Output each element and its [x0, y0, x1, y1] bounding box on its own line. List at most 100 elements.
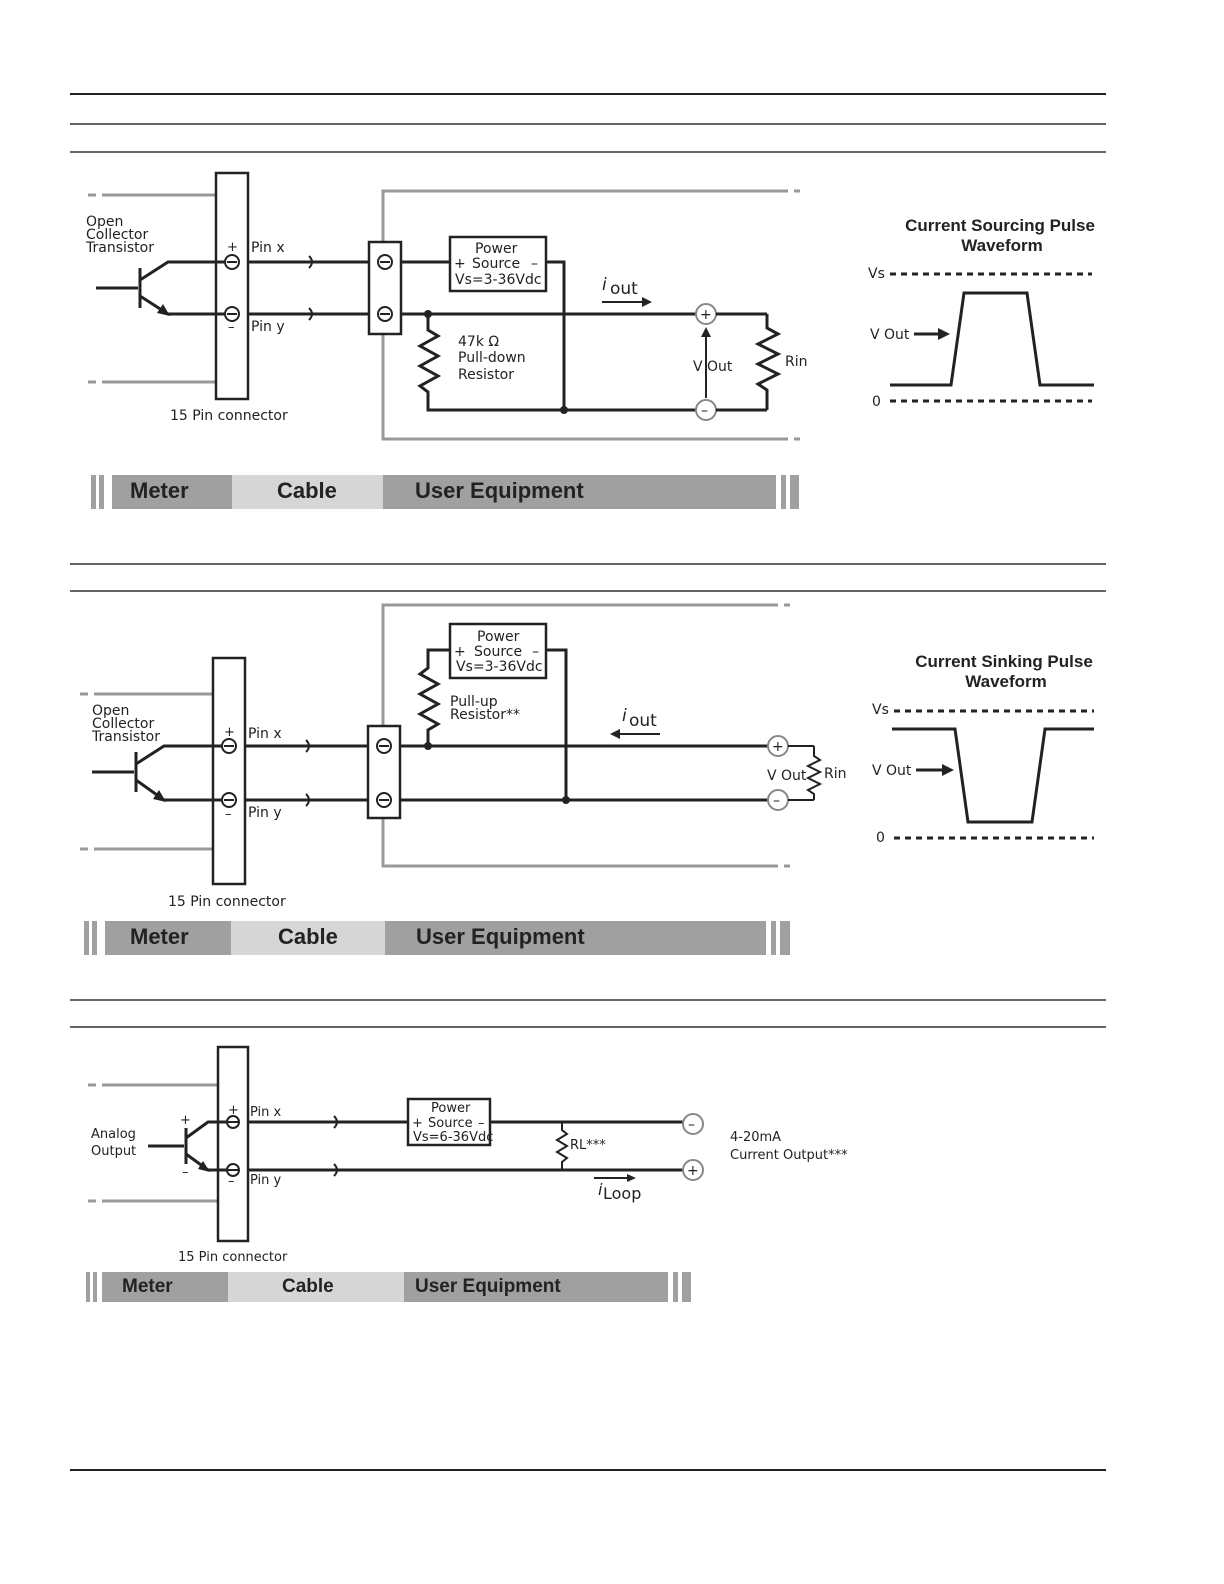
svg-text:out: out [610, 279, 638, 299]
svg-text:Waveform: Waveform [961, 236, 1043, 255]
cable-break-icon [333, 1163, 338, 1177]
svg-text:Output: Output [91, 1144, 136, 1159]
svg-text:i: i [602, 275, 607, 295]
user-equipment-label: User Equipment [415, 478, 584, 503]
pin-x-label: Pin x [251, 240, 285, 256]
section-bar: Meter Cable User Equipment [84, 921, 790, 955]
cable-label: Cable [277, 478, 337, 503]
pin-y-label: Pin y [251, 319, 285, 335]
rin-label: Rin [785, 354, 808, 370]
svg-text:–: – [773, 793, 780, 809]
sourcing-waveform: Current Sourcing Pulse Waveform Vs V Out… [868, 216, 1095, 410]
svg-text:Transistor: Transistor [85, 240, 154, 256]
diagram-current-sinking: Open Collector Transistor + – Pin x Pin … [80, 603, 1094, 955]
power-source-box [448, 235, 548, 293]
iout-label: i out [610, 706, 660, 739]
svg-text:Current Sinking Pulse: Current Sinking Pulse [915, 652, 1093, 671]
meter-label: Meter [122, 1276, 173, 1297]
svg-text:–: – [225, 807, 232, 822]
svg-text:Vs=6-36Vdc: Vs=6-36Vdc [413, 1130, 493, 1145]
svg-text:–: – [701, 403, 708, 419]
pin-y-label: Pin y [248, 805, 282, 821]
connector-label: 15 Pin connector [178, 1250, 288, 1265]
svg-text:Power: Power [431, 1101, 471, 1116]
connector-label: 15 Pin connector [170, 408, 288, 424]
svg-text:Source: Source [474, 644, 522, 660]
svg-text:Pull-down: Pull-down [458, 350, 526, 366]
cable-break-icon [333, 1115, 338, 1129]
sinking-waveform: Current Sinking Pulse Waveform Vs V Out … [872, 652, 1094, 846]
cable-break-icon [308, 255, 313, 269]
svg-text:Resistor: Resistor [458, 367, 514, 383]
iloop-label: i Loop [594, 1174, 641, 1203]
svg-text:+: + [772, 739, 784, 755]
svg-text:+: + [224, 725, 235, 740]
svg-text:+: + [687, 1163, 699, 1179]
page-rules [70, 93, 1106, 1471]
pin-x-label: Pin x [250, 1105, 282, 1120]
cable-break-icon [305, 793, 310, 807]
svg-text:–: – [478, 1116, 485, 1131]
section-bar: Meter Cable User Equipment [86, 1272, 691, 1302]
svg-text:47k Ω: 47k Ω [458, 334, 499, 350]
svg-text:–: – [532, 644, 539, 660]
svg-text:Loop: Loop [603, 1184, 641, 1203]
svg-text:i: i [598, 1180, 603, 1199]
user-equipment-label: User Equipment [415, 1276, 561, 1297]
svg-text:+: + [454, 256, 466, 272]
svg-text:+: + [700, 307, 712, 323]
svg-text:Power: Power [477, 629, 520, 645]
output-label: 4-20mA [730, 1130, 781, 1145]
svg-text:0: 0 [876, 830, 885, 846]
svg-text:+: + [454, 644, 466, 660]
power-source-box [448, 622, 548, 680]
svg-text:Collector: Collector [86, 227, 148, 243]
svg-text:–: – [182, 1165, 189, 1180]
transistor-label: Open Collector Transistor [91, 703, 160, 745]
svg-text:+: + [227, 240, 238, 255]
svg-text:+: + [412, 1116, 423, 1131]
iout-label: i out [602, 275, 652, 307]
terminal-minus: – [224, 306, 240, 335]
rl-label: RL*** [570, 1138, 606, 1153]
svg-text:i: i [622, 706, 627, 726]
svg-text:Open: Open [92, 703, 129, 719]
transistor-label: Open Collector Transistor [85, 214, 154, 256]
svg-text:out: out [629, 711, 657, 731]
svg-text:Collector: Collector [92, 716, 154, 732]
svg-text:Power: Power [475, 241, 518, 257]
connector-label: 15 Pin connector [168, 894, 286, 910]
svg-text:–: – [688, 1117, 695, 1133]
svg-text:Source: Source [428, 1116, 473, 1131]
svg-text:–: – [228, 320, 235, 335]
cable-label: Cable [282, 1276, 334, 1297]
diagram-analog-output: + – Analog Output + – Pin x Pin y 15 Pin… [86, 1045, 848, 1302]
section-bar: Meter Cable User Equipment [91, 475, 799, 509]
rin-label: Rin [824, 766, 847, 782]
svg-text:Source: Source [472, 256, 520, 272]
svg-text:Vs: Vs [868, 266, 885, 282]
svg-text:V Out: V Out [872, 763, 912, 779]
transistor-symbol [92, 744, 229, 802]
svg-text:–: – [531, 256, 538, 272]
cable-break-icon [305, 739, 310, 753]
svg-text:0: 0 [872, 394, 881, 410]
svg-text:Vs=3-36Vdc: Vs=3-36Vdc [455, 272, 542, 288]
svg-text:Pull-up: Pull-up [450, 694, 498, 710]
vout-label: V Out [693, 359, 733, 375]
svg-text:Vs: Vs [872, 702, 889, 718]
svg-text:Current Output***: Current Output*** [730, 1148, 848, 1163]
svg-text:+: + [180, 1113, 191, 1128]
pin-x-label: Pin x [248, 726, 282, 742]
svg-text:–: – [228, 1174, 235, 1189]
svg-text:V Out: V Out [870, 327, 910, 343]
pin-y-label: Pin y [250, 1173, 282, 1188]
svg-text:Open: Open [86, 214, 123, 230]
svg-text:+: + [228, 1103, 239, 1118]
cable-break-icon [308, 307, 313, 321]
transistor-symbol [96, 260, 232, 316]
terminal-plus: + [224, 240, 240, 270]
transistor-symbol: + – [148, 1113, 233, 1180]
analog-label: Analog [91, 1127, 136, 1142]
